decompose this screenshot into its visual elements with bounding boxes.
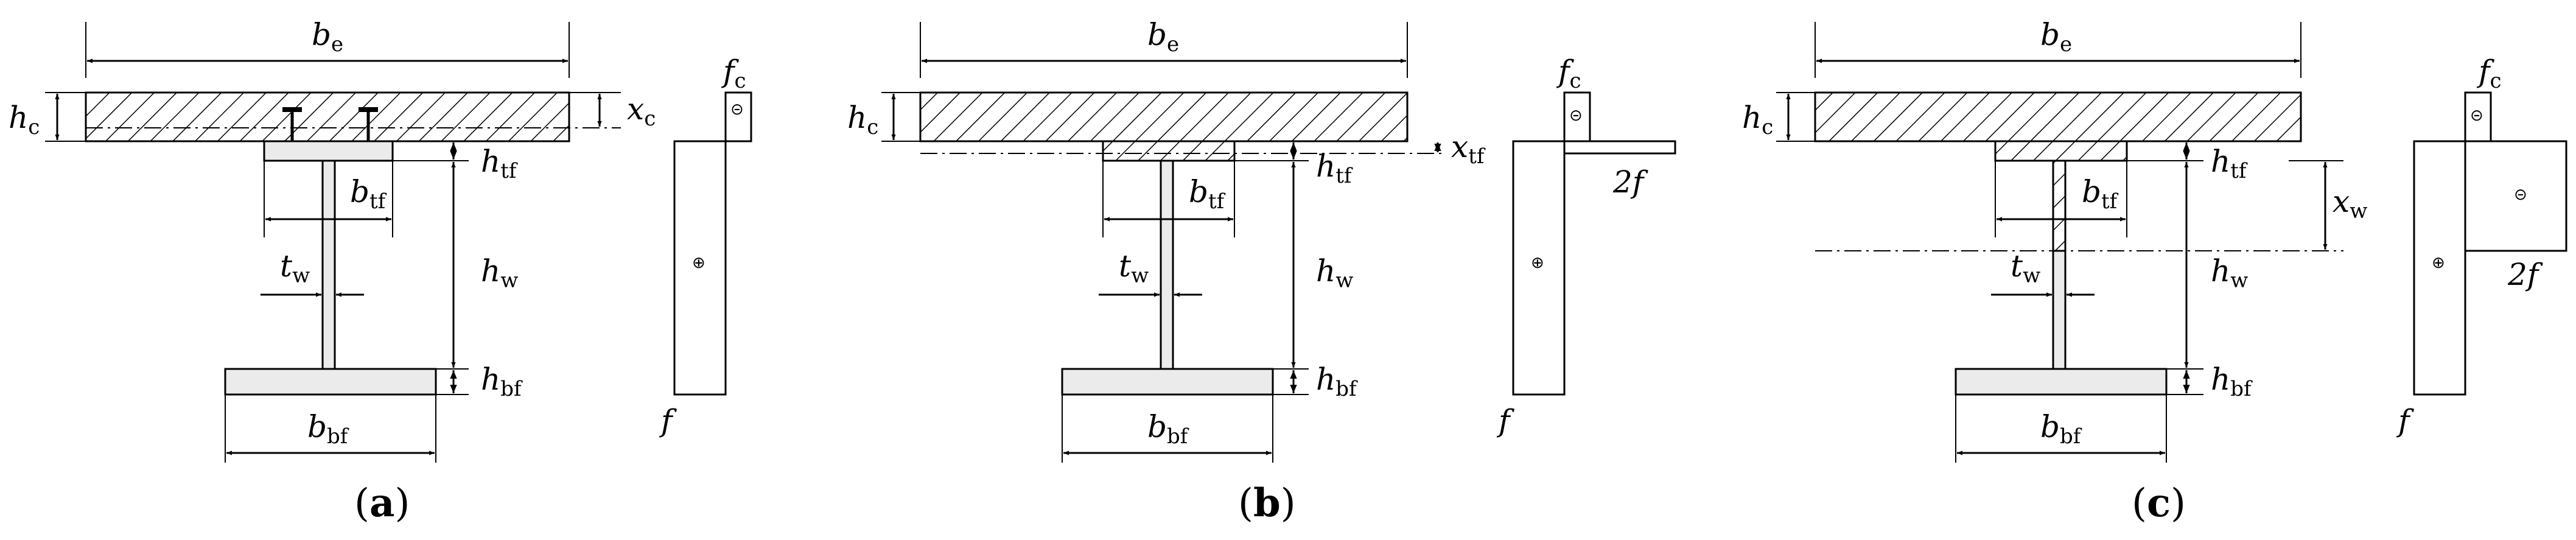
caption-b: (b)	[1238, 480, 1296, 526]
label-btf: btf	[350, 174, 387, 214]
minus-sign-icon: ⊝	[2470, 107, 2483, 125]
compressive-stress-block	[724, 91, 752, 142]
label-hc: hc	[1742, 100, 1773, 139]
top-flange	[263, 140, 394, 162]
top-flange	[1102, 140, 1236, 162]
label-bbf: bbf	[1147, 409, 1189, 449]
caption-c: (c)	[2132, 480, 2186, 526]
plus-sign-icon: ⊕	[2432, 254, 2445, 272]
label-be: be	[312, 17, 343, 57]
tensile-stress-block	[673, 140, 727, 396]
label-tw: tw	[280, 248, 310, 288]
label-xw: xw	[2333, 184, 2367, 223]
label-htf: htf	[1316, 149, 1353, 188]
top-flange	[1994, 140, 2128, 162]
label-btf: btf	[2082, 174, 2119, 214]
minus-sign-icon: ⊝	[2514, 186, 2527, 204]
bottom-flange	[224, 368, 437, 396]
label-fc: fc	[1556, 54, 1581, 93]
panel-c-labels: be hc xw htf btf tw hw hbf bbf fc f 2f ⊝…	[1742, 17, 2543, 526]
label-hw: hw	[481, 253, 518, 293]
shear-connector	[282, 107, 378, 141]
label-xtf: xtf	[1451, 129, 1486, 169]
label-f: f	[659, 403, 677, 438]
label-hc: hc	[9, 100, 40, 139]
label-2f: 2f	[1612, 164, 1648, 200]
label-hc: hc	[847, 100, 878, 139]
bottom-flange	[1955, 368, 2168, 396]
bottom-flange	[1061, 368, 1274, 396]
label-hw: hw	[2211, 253, 2248, 293]
label-htf: htf	[481, 144, 518, 183]
concrete-slab	[1814, 91, 2302, 142]
web	[1160, 160, 1174, 370]
label-btf: btf	[1189, 174, 1226, 214]
label-tw: tw	[2011, 248, 2040, 288]
label-tw: tw	[1119, 248, 1149, 288]
tensile-stress-block	[1512, 140, 1566, 396]
web-compressive-stress-block	[2464, 140, 2567, 252]
concrete-slab	[85, 91, 570, 142]
label-xc: xc	[627, 91, 656, 131]
plus-sign-icon: ⊕	[1531, 254, 1544, 272]
panel-b-labels: be hc xtf htf btf tw hw hbf bbf fc f 2f …	[847, 17, 1648, 526]
label-be: be	[2040, 17, 2072, 57]
label-fc: fc	[721, 54, 746, 93]
label-hbf: hbf	[481, 362, 523, 401]
label-be: be	[1147, 17, 1179, 57]
panel-c	[1776, 22, 2567, 463]
label-f: f	[2396, 403, 2414, 438]
label-fc: fc	[2476, 54, 2502, 93]
tensile-stress-block	[2413, 140, 2466, 396]
web	[321, 160, 336, 370]
minus-sign-icon: ⊝	[1569, 107, 1583, 125]
label-htf: htf	[2211, 144, 2248, 183]
label-2f: 2f	[2507, 257, 2543, 292]
label-f: f	[1496, 403, 1514, 438]
label-bbf: bbf	[307, 409, 349, 449]
flange-compressive-stress-block	[1563, 140, 1676, 155]
plus-sign-icon: ⊕	[692, 254, 705, 272]
panel-b	[881, 22, 1676, 463]
web	[2052, 250, 2067, 370]
concrete-slab	[919, 91, 1409, 142]
panel-a	[45, 22, 752, 463]
minus-sign-icon: ⊝	[730, 100, 744, 119]
label-hw: hw	[1316, 253, 1353, 293]
label-bbf: bbf	[2040, 409, 2082, 449]
label-hbf: hbf	[2211, 362, 2253, 401]
caption-a: (a)	[354, 480, 410, 526]
label-hbf: hbf	[1316, 362, 1358, 401]
web-compression-zone	[2052, 160, 2067, 252]
